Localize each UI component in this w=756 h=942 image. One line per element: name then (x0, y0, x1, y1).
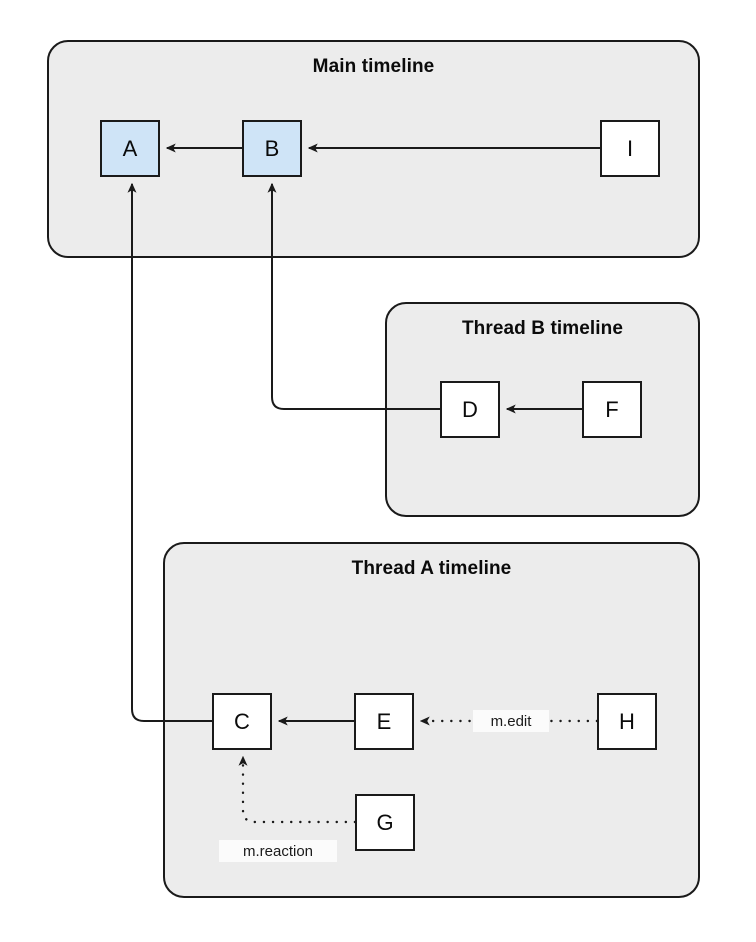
edge-label-G-to-C: m.reaction (219, 840, 337, 862)
node-box-D[interactable] (440, 381, 500, 438)
edge-C-to-A (127, 182, 212, 722)
node-box-G[interactable] (355, 794, 415, 851)
node-box-C[interactable] (212, 693, 272, 750)
node-box-B[interactable] (242, 120, 302, 177)
group-title-threadA: Thread A timeline (351, 558, 512, 579)
edge-D-to-B (267, 182, 440, 410)
node-box-A[interactable] (100, 120, 160, 177)
node-box-H[interactable] (597, 693, 657, 750)
node-box-F[interactable] (582, 381, 642, 438)
node-box-E[interactable] (354, 693, 414, 750)
node-box-I[interactable] (600, 120, 660, 177)
edge-label-H-to-E: m.edit (473, 710, 549, 732)
group-title-threadB: Thread B timeline (461, 318, 624, 339)
group-title-main: Main timeline (312, 56, 435, 77)
edge-G-to-C (238, 755, 357, 824)
